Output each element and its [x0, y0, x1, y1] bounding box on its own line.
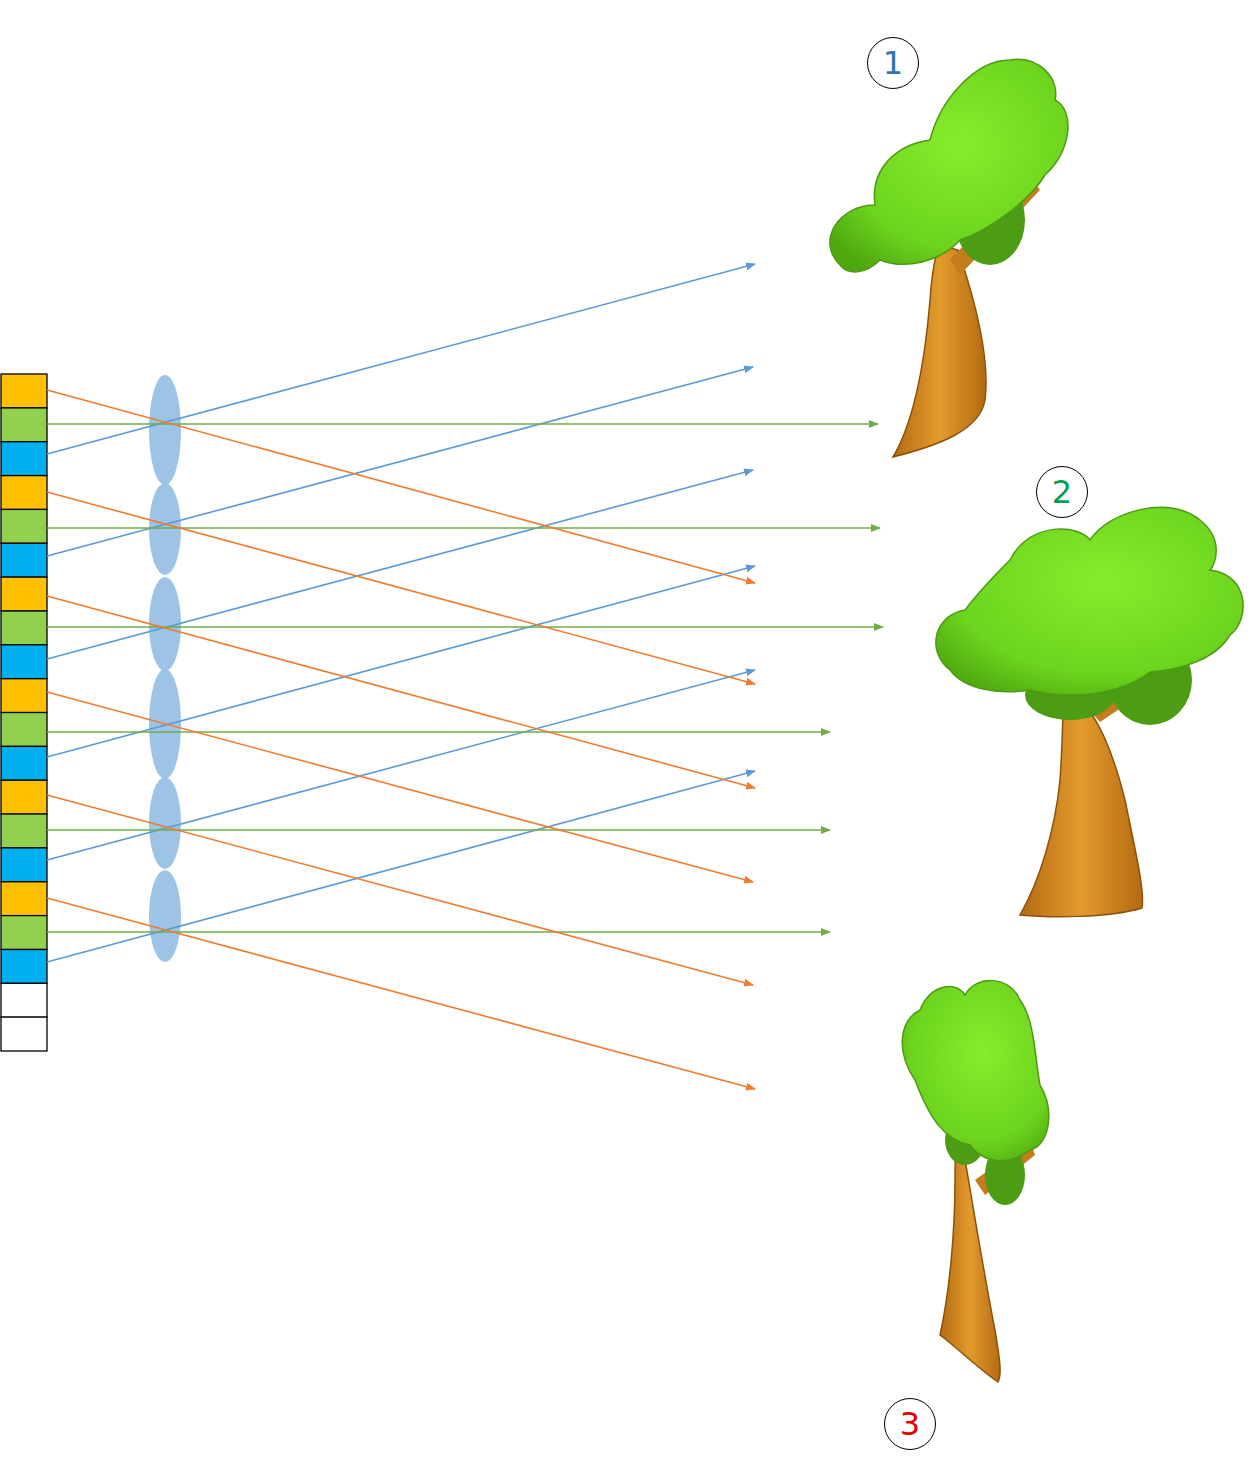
tree — [830, 59, 1068, 457]
light-ray — [47, 670, 755, 860]
pixel — [1, 950, 47, 984]
pixel — [1, 713, 47, 747]
pixel — [1, 848, 47, 882]
light-rays — [47, 264, 883, 1089]
light-ray — [47, 898, 755, 1089]
pixel — [1, 1017, 47, 1051]
pixel — [1, 746, 47, 780]
tree — [936, 507, 1243, 916]
light-ray — [47, 692, 753, 882]
pixel — [1, 645, 47, 679]
pixel — [1, 408, 47, 442]
pixel — [1, 611, 47, 645]
pixel — [1, 679, 47, 713]
pixel — [1, 442, 47, 476]
light-ray — [47, 931, 830, 933]
tree — [902, 981, 1048, 1382]
callout-number: 1 — [883, 47, 903, 79]
callout-circle: 3 — [884, 1398, 936, 1450]
pixel — [1, 476, 47, 510]
pixel — [1, 916, 47, 950]
light-ray — [47, 264, 755, 454]
callout-circle: 2 — [1036, 466, 1088, 518]
callout-number: 3 — [900, 1408, 920, 1440]
pixel — [1, 509, 47, 543]
light-ray — [47, 626, 883, 628]
light-ray — [47, 492, 755, 684]
callout-number: 2 — [1052, 476, 1072, 508]
light-ray — [47, 390, 755, 583]
pixel — [1, 780, 47, 814]
light-ray — [47, 596, 755, 788]
pixel — [1, 882, 47, 916]
microlens-array — [149, 375, 181, 962]
pixel — [1, 983, 47, 1017]
pixel — [1, 814, 47, 848]
sensor-pixels — [1, 374, 47, 1051]
pixel — [1, 577, 47, 611]
light-ray — [47, 829, 830, 831]
callout-circle: 1 — [867, 37, 919, 89]
light-ray — [47, 566, 755, 757]
light-ray — [47, 527, 880, 529]
light-ray — [47, 731, 830, 733]
pixel — [1, 543, 47, 577]
light-ray — [47, 470, 753, 659]
light-ray — [47, 771, 755, 962]
light-ray — [47, 795, 753, 985]
pixel — [1, 374, 47, 408]
